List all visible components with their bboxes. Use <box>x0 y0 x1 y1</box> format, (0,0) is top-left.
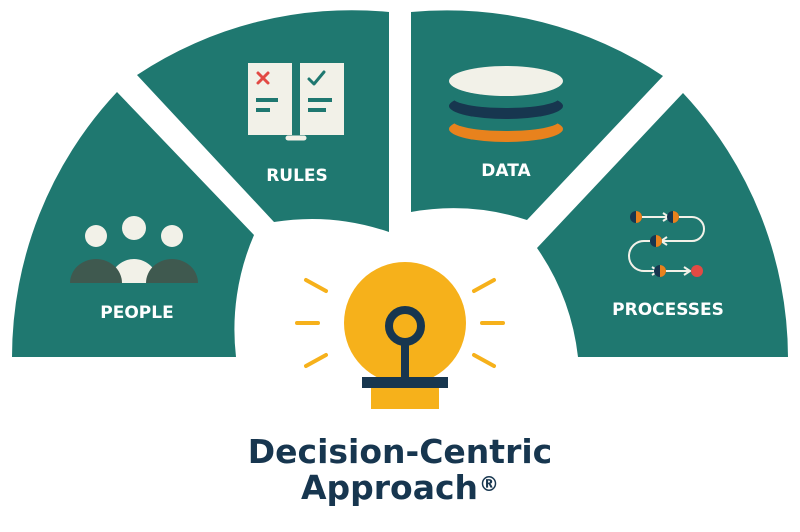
segment-data: DATA <box>411 10 663 221</box>
segment-label-people: PEOPLE <box>100 303 173 323</box>
process-flow-icon <box>628 211 705 277</box>
lightbulb-icon <box>295 262 505 409</box>
title-line-1: Decision-Centric <box>247 432 553 471</box>
segment-processes: PROCESSES <box>537 93 788 357</box>
title-line-2: Approach® <box>0 468 800 508</box>
title-approach: Approach <box>300 468 479 507</box>
segment-label-data: DATA <box>481 161 531 181</box>
people-group-icon <box>70 216 198 283</box>
segment-people: PEOPLE <box>12 92 254 357</box>
segment-label-processes: PROCESSES <box>612 300 724 320</box>
database-stack-icon <box>449 66 563 142</box>
rules-book-icon <box>248 63 344 141</box>
segment-label-rules: RULES <box>266 166 328 186</box>
segment-rules: RULES <box>137 10 389 232</box>
registered-mark: ® <box>479 472 500 496</box>
